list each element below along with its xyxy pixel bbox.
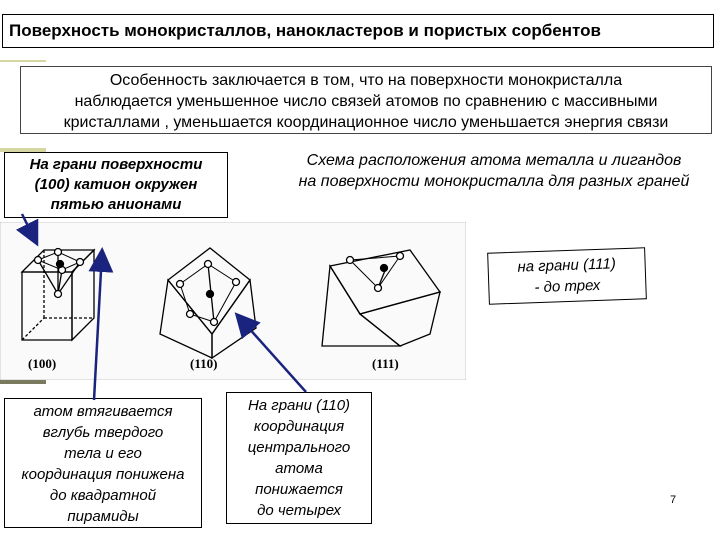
arrow-to-cube-100-top: [15, 213, 39, 247]
callout-line: На грани поверхности: [29, 156, 203, 173]
left-decor-bar: [0, 380, 46, 384]
arrow-to-cube-110: [234, 312, 307, 393]
label-100: (100): [28, 356, 56, 371]
callout-line: атома: [275, 460, 323, 477]
label-110: (110): [190, 356, 217, 371]
intro-line: Особенность заключается в том, что на по…: [109, 72, 623, 89]
intro-line: кристаллами , уменьшается координационно…: [63, 114, 669, 131]
scheme-title-line: на поверхности монокристалла для разных …: [298, 173, 690, 190]
callout-line: пирамиды: [67, 508, 139, 525]
callout-100-bottom: атом втягивается вглубь твердого тела и …: [4, 398, 202, 528]
callout-line: координация: [253, 418, 345, 435]
callout-line: тела и его: [64, 445, 142, 462]
scheme-title: Схема расположения атома металла и лиган…: [268, 150, 720, 200]
callout-line: до четырех: [257, 502, 341, 519]
callout-110: На грани (110) координация центрального …: [226, 392, 372, 524]
callout-line: пятью анионами: [50, 196, 182, 213]
cube-111-figure: [321, 249, 442, 347]
callout-line: (100) катион окружен: [34, 176, 198, 193]
callout-line: понижается: [255, 481, 343, 498]
page-number: 7: [670, 494, 677, 506]
intro-text-box: Особенность заключается в том, что на по…: [20, 66, 712, 134]
left-decor-bar: [0, 60, 46, 62]
label-111: (111): [372, 356, 399, 371]
intro-line: наблюдается уменьшенное число связей ато…: [74, 93, 658, 110]
slide-title: Поверхность монокристаллов, нанокластеро…: [2, 14, 714, 48]
crystal-faces-diagram: (100) (110) (111): [0, 222, 466, 380]
callout-line: координация понижена: [21, 466, 185, 483]
callout-line: до квадратной: [49, 487, 157, 504]
callout-line: центрального: [247, 439, 351, 456]
scheme-title-line: Схема расположения атома металла и лиган…: [306, 152, 682, 169]
callout-100-top: На грани поверхности (100) катион окруже…: [4, 152, 228, 218]
callout-line: атом втягивается: [33, 403, 173, 420]
cube-110-figure: [159, 247, 257, 360]
left-decor-bar: [0, 148, 46, 152]
callout-line: вглубь твердого: [42, 424, 164, 441]
arrow-to-cube-100-bottom: [88, 247, 114, 401]
callout-line: На грани (110): [247, 397, 351, 414]
